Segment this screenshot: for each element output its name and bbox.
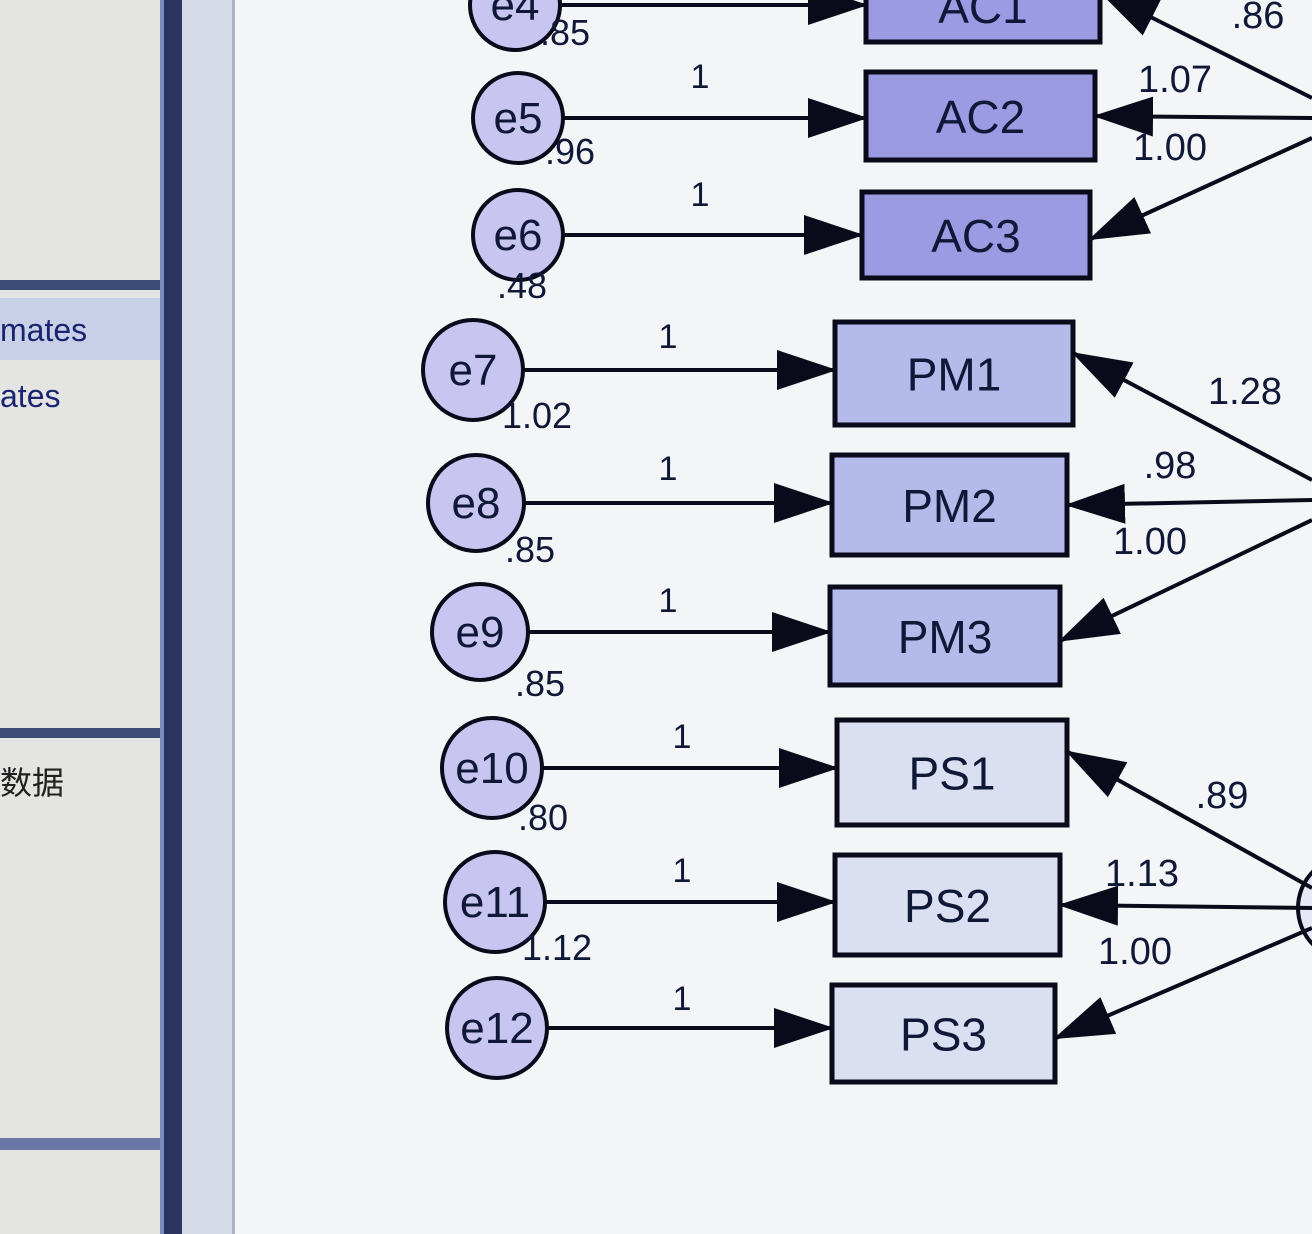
factor-loading: 1.28: [1208, 371, 1282, 413]
error-variance: .80: [518, 797, 568, 838]
factor-loading: .98: [1144, 445, 1197, 487]
indicator-box-PM2[interactable]: [829, 452, 1070, 558]
error-node-e4[interactable]: [468, 0, 562, 52]
factor-loading: 1.07: [1138, 59, 1212, 101]
indicator-box-PS2[interactable]: [832, 852, 1063, 958]
path-coefficient: 1: [673, 980, 692, 1018]
factor-loading: .89: [1196, 775, 1249, 817]
error-variance: 1.12: [522, 927, 592, 968]
factor-loading: 1.13: [1105, 853, 1179, 895]
panel-splitter[interactable]: [160, 0, 186, 1234]
indicator-label: AC2: [936, 91, 1025, 143]
indicator-box-AC3[interactable]: [859, 189, 1093, 281]
error-node-e9[interactable]: [430, 582, 530, 682]
indicator-label: PS1: [909, 748, 996, 800]
error-variance: .85: [505, 529, 555, 570]
indicator-label: PS3: [900, 1009, 987, 1061]
error-variance: .85: [540, 12, 590, 53]
factor-loading: .86: [1232, 0, 1285, 37]
error-node-e10[interactable]: [440, 716, 544, 820]
indicator-label: PM1: [907, 349, 1002, 401]
error-variance: .48: [497, 265, 547, 306]
indicator-label: AC1: [938, 0, 1027, 33]
indicator-box-PM1[interactable]: [832, 319, 1076, 428]
indicator-box-AC2[interactable]: [863, 69, 1098, 163]
error-variance: .96: [545, 131, 595, 172]
path-coefficient: 1: [673, 852, 692, 890]
path-coefficient: 1: [673, 718, 692, 756]
panel-divider: [0, 280, 185, 290]
error-label: e9: [456, 608, 505, 657]
error-label: e11: [460, 878, 530, 927]
loading-arrow[interactable]: [1058, 885, 1312, 926]
error-label: e7: [449, 346, 498, 395]
error-node-e6[interactable]: [471, 188, 565, 282]
loading-arrow[interactable]: [1053, 926, 1312, 1041]
list-item-estimates-selected[interactable]: mates: [0, 312, 88, 348]
factor-loading: 1.00: [1113, 521, 1187, 563]
list-item-data[interactable]: 数据: [0, 765, 65, 801]
path-coefficient: 1: [659, 450, 678, 488]
loading-arrow[interactable]: [1098, 0, 1312, 100]
indicator-box-AC1[interactable]: [863, 0, 1103, 45]
factor-loading: 1.00: [1098, 931, 1172, 973]
error-node-e7[interactable]: [421, 318, 525, 422]
selected-row-highlight: [0, 298, 160, 360]
error-node-e11[interactable]: [443, 850, 547, 954]
indicator-box-PM3[interactable]: [827, 584, 1063, 688]
error-label: e5: [494, 94, 543, 143]
panel-divider: [0, 728, 185, 738]
loading-arrow[interactable]: [1065, 749, 1312, 890]
error-variance: 1.02: [502, 395, 572, 436]
error-label: e10: [455, 744, 528, 793]
path-coefficient: 1: [659, 582, 678, 620]
path-coefficient: 1: [691, 58, 710, 96]
loading-arrow[interactable]: [1093, 96, 1312, 137]
error-label: e4: [491, 0, 540, 30]
indicator-label: PS2: [904, 880, 991, 932]
loading-arrow[interactable]: [1058, 518, 1312, 643]
error-node-e5[interactable]: [471, 71, 565, 165]
error-label: e12: [460, 1004, 533, 1053]
indicator-label: PM3: [898, 611, 993, 663]
loading-arrow[interactable]: [1065, 483, 1312, 524]
error-node-e8[interactable]: [426, 453, 526, 553]
indicator-label: PM2: [902, 480, 997, 532]
list-item-estimates[interactable]: ates: [0, 378, 61, 414]
factor-loading: 1.00: [1133, 127, 1207, 169]
path-coefficient: 1: [691, 176, 710, 214]
error-label: e8: [452, 479, 501, 528]
side-panel: [0, 0, 165, 1234]
indicator-label: AC3: [931, 210, 1020, 262]
indicator-box-PS1[interactable]: [834, 717, 1070, 828]
loading-arrow[interactable]: [1071, 351, 1312, 482]
error-label: e6: [494, 211, 543, 260]
loading-arrow[interactable]: [1088, 136, 1312, 242]
panel-border: [182, 0, 235, 1234]
indicator-box-PS3[interactable]: [829, 982, 1058, 1085]
error-node-e12[interactable]: [445, 976, 549, 1080]
path-coefficient: 1: [659, 318, 678, 356]
error-variance: .85: [515, 663, 565, 704]
